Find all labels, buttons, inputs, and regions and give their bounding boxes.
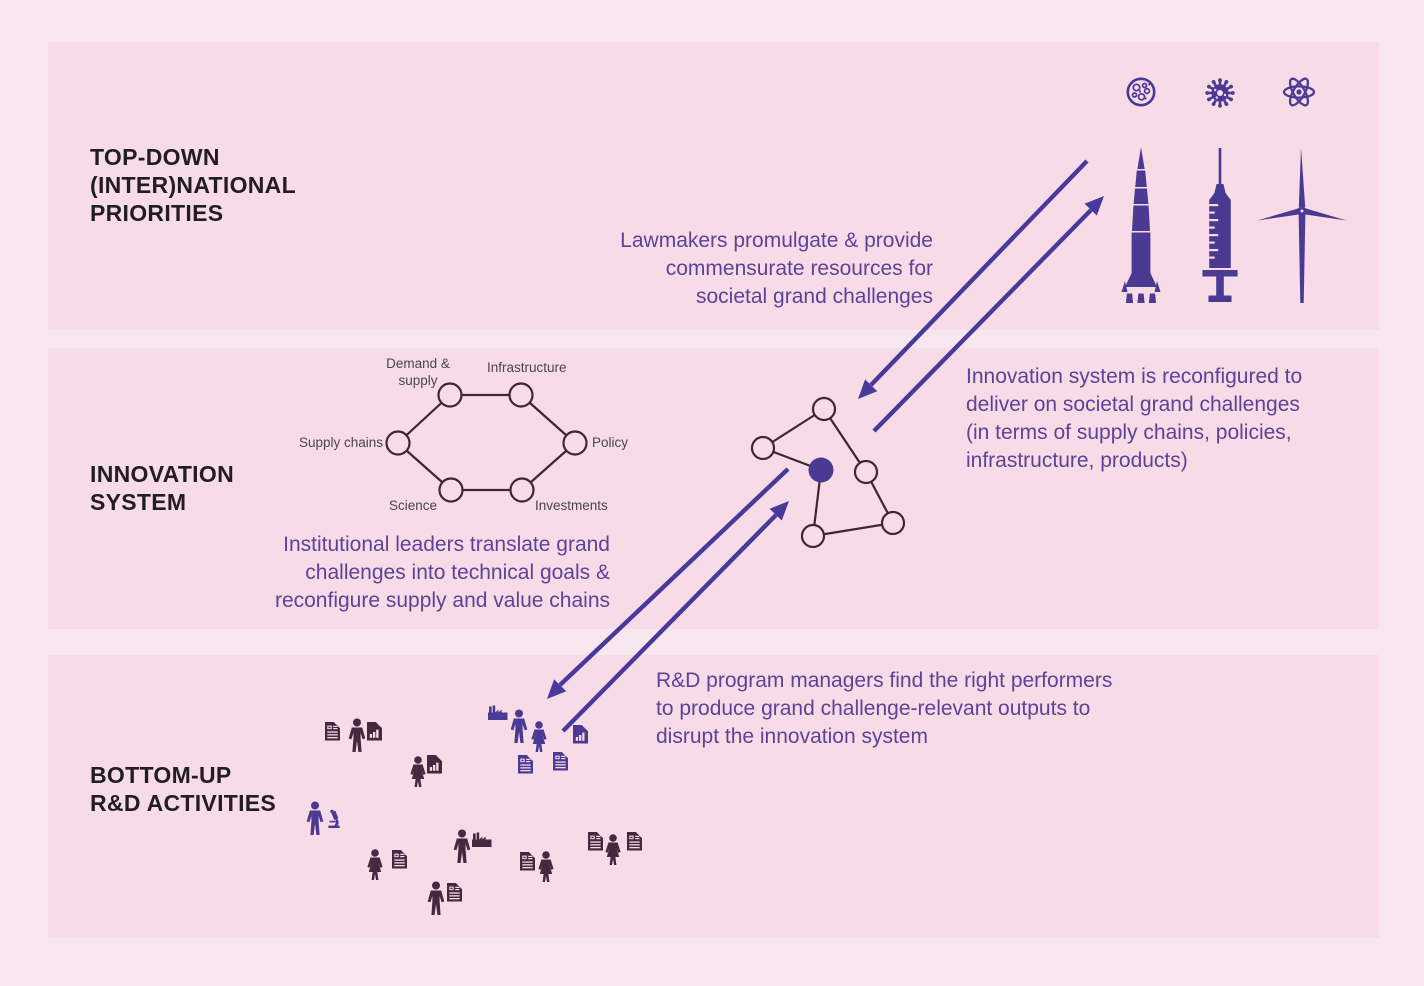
document-icon: [324, 721, 341, 742]
chart-document-icon: [572, 724, 589, 745]
network-node: [800, 523, 826, 549]
band-bottom-up-rd: [48, 655, 1379, 938]
node-infrastructure: [508, 382, 534, 408]
hexagon-label-infrastructure: Infrastructure: [487, 360, 567, 375]
person-icon: [538, 851, 554, 882]
annotation-rd-program-managers: R&D program managers find the right perf…: [656, 669, 1113, 748]
title-top-down-priorities: TOP-DOWN (INTER)NATIONAL PRIORITIES: [90, 144, 296, 226]
arrow-lawmakers-to-icons: [872, 196, 1104, 433]
node-demand-supply: [437, 382, 463, 408]
node-investments: [509, 477, 535, 503]
annotation-lawmakers: Lawmakers promulgate & provide commensur…: [620, 229, 933, 308]
document-icon: [391, 849, 408, 870]
network-node: [750, 435, 776, 461]
annotation-institutional-leaders: Institutional leaders translate grand ch…: [274, 533, 610, 612]
person-icon: [348, 718, 366, 752]
title-bottom-up-rd: BOTTOM-UP R&D ACTIVITIES: [90, 762, 277, 816]
network-node: [811, 396, 837, 422]
document-icon: [517, 754, 534, 775]
microscope-icon: [328, 809, 340, 828]
moon-icon: [1126, 77, 1156, 107]
arrow-priorities-to-innovation-system: [858, 159, 1089, 399]
person-icon: [427, 881, 445, 915]
person-icon: [410, 756, 426, 787]
person-icon: [605, 834, 621, 865]
document-icon: [552, 751, 569, 772]
rd-pictograms: [306, 705, 643, 915]
arrow-rd-to-innovation-system: [561, 501, 789, 733]
wind-turbine-icon: [1257, 147, 1347, 303]
hexagon-label-demand-supply: Demand & supply: [386, 356, 450, 388]
hexagon-label-policy: Policy: [592, 435, 629, 450]
band-innovation-system: [48, 348, 1379, 629]
title-innovation-system: INNOVATION SYSTEM: [90, 461, 234, 515]
person-icon: [367, 849, 383, 880]
document-icon: [587, 831, 604, 852]
hexagon-label-investments: Investments: [535, 498, 608, 513]
virus-icon: [1204, 77, 1236, 109]
person-icon: [510, 709, 528, 743]
chart-document-icon: [366, 721, 383, 742]
hexagon-label-supply-chains: Supply chains: [298, 435, 383, 450]
syringe-icon: [1202, 148, 1238, 302]
rocket-icon: [1121, 147, 1161, 303]
network-node-filled: [808, 457, 834, 483]
node-policy: [562, 430, 588, 456]
chart-document-icon: [426, 754, 443, 775]
document-icon: [519, 851, 536, 872]
document-icon: [626, 831, 643, 852]
document-icon: [446, 882, 463, 903]
factory-icon: [472, 832, 492, 847]
factory-icon: [488, 705, 508, 720]
person-icon: [306, 801, 324, 835]
reconfigured-innovation-network: [750, 396, 906, 549]
network-node: [880, 510, 906, 536]
annotation-system-reconfigured: Innovation system is reconfigured to del…: [966, 365, 1303, 472]
arrow-innovation-system-to-rd: [547, 467, 790, 699]
network-node: [853, 459, 879, 485]
node-supply-chains: [385, 430, 411, 456]
atom-icon: [1282, 77, 1316, 107]
node-science: [438, 477, 464, 503]
person-icon: [531, 721, 547, 752]
hexagon-label-science: Science: [389, 498, 438, 513]
person-icon: [453, 829, 471, 863]
innovation-system-hexagon-network: [385, 382, 588, 503]
